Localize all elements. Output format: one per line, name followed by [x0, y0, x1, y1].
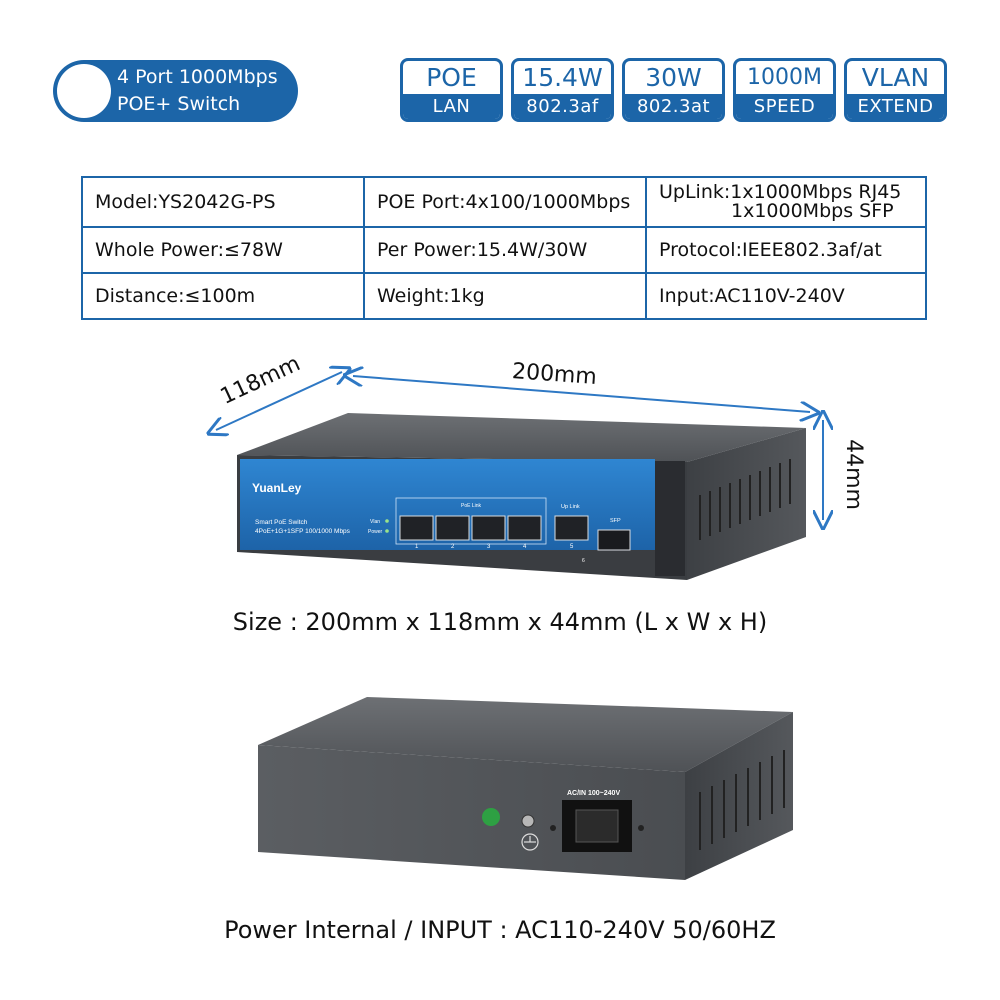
spec-uplink-line2: 1x1000Mbps SFP	[731, 200, 894, 222]
length-arrow	[353, 376, 810, 412]
title-pill: 4 Port 1000Mbps POE+ Switch	[53, 60, 298, 122]
badge-bottom: 802.3af	[514, 94, 611, 119]
led-power	[385, 529, 389, 533]
table-row: Whole Power:≤78W Per Power:15.4W/30W Pro…	[81, 226, 927, 274]
front-switch-side	[687, 428, 806, 580]
spec-whole-power: Whole Power:≤78W	[81, 226, 365, 274]
port-number: 3	[487, 544, 491, 550]
side-vents	[699, 459, 791, 540]
device-model-line2: 4PoE+1G+1SFP 100/1000 Mbps	[255, 528, 351, 535]
back-vents	[699, 750, 785, 850]
badge-bottom: SPEED	[736, 94, 833, 119]
rj45-port	[554, 515, 589, 541]
spec-model: Model:YS2042G-PS	[81, 176, 365, 228]
spec-poe-port: POE Port:4x100/1000Mbps	[363, 176, 647, 228]
ac-in-label: AC/IN 100~240V	[567, 790, 620, 797]
brand-logo: YuanLey	[252, 481, 302, 495]
badge-top: 1000M	[747, 65, 822, 90]
badge-poe-lan: POE LAN	[400, 58, 503, 122]
poe-group-outline	[395, 497, 547, 545]
front-switch-top	[237, 413, 806, 462]
rj45-port	[399, 515, 434, 541]
back-switch-top	[258, 697, 793, 772]
spec-table: Model:YS2042G-PS POE Port:4x100/1000Mbps…	[81, 176, 927, 320]
size-caption: Size : 200mm x 118mm x 44mm (L x W x H)	[232, 608, 768, 636]
rj45-ports	[399, 515, 589, 541]
port-number: 5	[570, 544, 574, 550]
back-switch: AC/IN 100~240V	[258, 697, 793, 880]
pill-circle	[57, 64, 111, 118]
width-arrow	[216, 372, 342, 430]
badge-bottom: 802.3at	[625, 94, 722, 119]
ac-inlet-socket	[575, 809, 619, 843]
led-power-label: Power	[368, 529, 383, 535]
device-model-line1: Smart PoE Switch	[255, 519, 308, 526]
badge-vlan: VLAN EXTEND	[844, 58, 947, 122]
ground-screw	[521, 814, 535, 828]
badge-bottom: EXTEND	[847, 94, 944, 119]
badge-top: 15.4W	[522, 63, 603, 92]
port-number: 1	[415, 544, 419, 550]
spec-uplink: UpLink:1x1000Mbps RJ45 1x1000Mbps SFP	[645, 176, 927, 228]
table-row: Model:YS2042G-PS POE Port:4x100/1000Mbps…	[81, 176, 927, 228]
port-number: 2	[451, 544, 455, 550]
power-caption: Power Internal / INPUT : AC110-240V 50/6…	[224, 916, 776, 944]
poe-link-label: PoE Link	[461, 503, 482, 509]
spec-protocol: Protocol:IEEE802.3af/at	[645, 226, 927, 274]
rj45-port	[435, 515, 470, 541]
spec-distance: Distance:≤100m	[81, 272, 365, 320]
badge-1000m: 1000M SPEED	[733, 58, 836, 122]
pass-sticker	[482, 808, 500, 826]
led-vlan-label: Vlan	[370, 519, 380, 525]
led-vlan	[385, 519, 389, 523]
spec-uplink-line1: UpLink:1x1000Mbps RJ45	[659, 181, 902, 203]
sfp-port	[597, 529, 631, 551]
uplink-label: Up Link	[561, 504, 580, 510]
title-line-1: 4 Port 1000Mbps	[117, 66, 278, 88]
front-panel-edge	[655, 461, 685, 576]
dim-height: 44mm	[840, 439, 866, 510]
dimension-arrows	[216, 372, 823, 520]
rj45-port	[507, 515, 542, 541]
badge-top: 30W	[645, 63, 702, 92]
spec-per-power: Per Power:15.4W/30W	[363, 226, 647, 274]
spec-input: Input:AC110V-240V	[645, 272, 927, 320]
rj45-port	[471, 515, 506, 541]
badge-top: POE	[426, 63, 477, 92]
port-number: 4	[523, 544, 527, 550]
spec-weight: Weight:1kg	[363, 272, 647, 320]
front-switch: YuanLey Smart PoE Switch 4PoE+1G+1SFP 10…	[237, 413, 806, 580]
table-row: Distance:≤100m Weight:1kg Input:AC110V-2…	[81, 272, 927, 320]
title-line-2: POE+ Switch	[117, 93, 241, 115]
badge-bottom: LAN	[403, 94, 500, 119]
badge-15w: 15.4W 802.3af	[511, 58, 614, 122]
badge-30w: 30W 802.3at	[622, 58, 725, 122]
ground-icon	[521, 833, 539, 851]
sfp-label: SFP	[610, 518, 621, 524]
badge-top: VLAN	[861, 63, 930, 92]
port-number: 6	[582, 558, 585, 564]
